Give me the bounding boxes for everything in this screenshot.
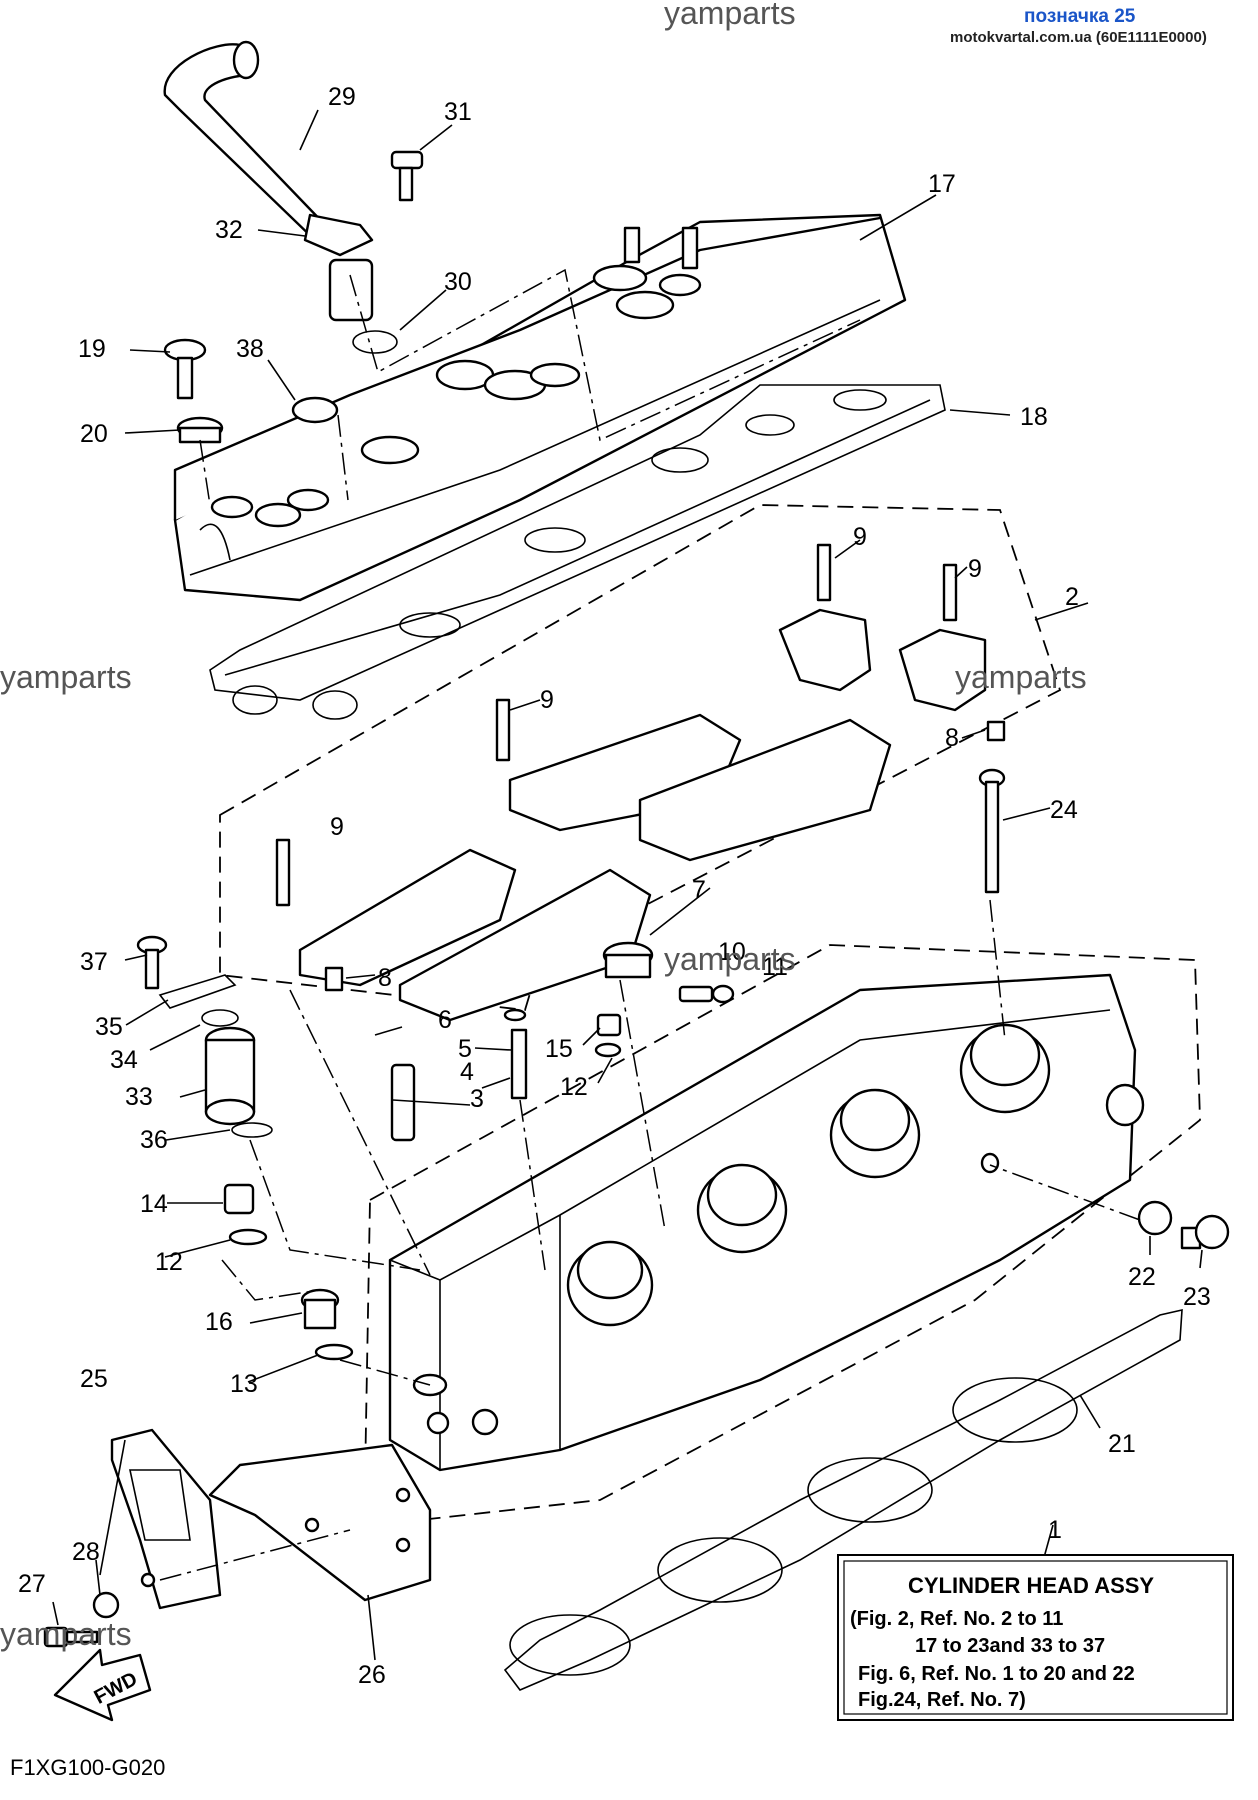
grommet-30 bbox=[352, 330, 398, 354]
callout-2: 2 bbox=[1065, 583, 1079, 611]
legend-title: CYLINDER HEAD ASSY bbox=[908, 1573, 1154, 1598]
plug-7 bbox=[602, 941, 654, 979]
callout-19: 19 bbox=[78, 335, 106, 363]
callout-28: 28 bbox=[72, 1538, 100, 1566]
valve-cover-gasket bbox=[209, 384, 946, 720]
callout-18: 18 bbox=[1020, 403, 1048, 431]
camshaft-cap-left bbox=[275, 838, 652, 1022]
callout-21: 21 bbox=[1108, 1430, 1136, 1458]
callout-13: 13 bbox=[230, 1370, 258, 1398]
nut-14 bbox=[223, 1183, 255, 1215]
callout-8-left: 8 bbox=[378, 964, 392, 992]
callout-7: 7 bbox=[692, 876, 706, 904]
callout-10: 10 bbox=[718, 938, 746, 966]
callout-25: 25 bbox=[80, 1365, 108, 1393]
valve-spring-parts bbox=[374, 984, 735, 1142]
legend-line-3: Fig. 6, Ref. No. 1 to 20 and 22 bbox=[858, 1663, 1135, 1685]
callout-20: 20 bbox=[80, 420, 108, 448]
watermark-left: yamparts bbox=[0, 659, 132, 695]
cylinder-head-gasket bbox=[503, 1308, 1183, 1691]
callout-6: 6 bbox=[438, 1006, 452, 1034]
cylinder-head bbox=[388, 973, 1145, 1472]
fwd-arrow: FWD bbox=[53, 1648, 152, 1722]
watermark-center: yamparts bbox=[664, 941, 796, 977]
callout-17: 17 bbox=[928, 170, 956, 198]
callout-14: 14 bbox=[140, 1190, 168, 1218]
washer-22 bbox=[1137, 1200, 1173, 1236]
legend-line-2: 17 to 23and 33 to 37 bbox=[915, 1635, 1105, 1657]
cap-nut-16 bbox=[300, 1288, 340, 1330]
callout-38: 38 bbox=[236, 335, 264, 363]
gasket-35 bbox=[158, 974, 237, 1009]
source-site-caption: motokvartal.com.ua (60E1111E0000) bbox=[950, 29, 1207, 46]
callout-33: 33 bbox=[125, 1083, 153, 1111]
bracket-26 bbox=[208, 1443, 432, 1602]
callout-9-left: 9 bbox=[330, 813, 344, 841]
callout-27: 27 bbox=[18, 1570, 46, 1598]
legend-line-4: Fig.24, Ref. No. 7) bbox=[858, 1689, 1026, 1711]
cap-group-outline bbox=[219, 504, 1062, 1011]
legend-line-1: (Fig. 2, Ref. No. 2 to 11 bbox=[850, 1608, 1063, 1630]
callout-12-left: 12 bbox=[155, 1248, 183, 1276]
callout-11: 11 bbox=[762, 953, 788, 981]
callout-15: 15 bbox=[545, 1035, 573, 1063]
callout-1: 1 bbox=[1048, 1516, 1062, 1544]
watermark-top: yamparts bbox=[664, 0, 796, 31]
alignment-lines bbox=[159, 268, 1141, 1581]
source-link[interactable]: позначка 25 bbox=[1024, 6, 1136, 27]
callout-34: 34 bbox=[110, 1046, 138, 1074]
o-ring-36 bbox=[231, 1122, 273, 1138]
callout-23: 23 bbox=[1183, 1283, 1211, 1311]
callout-30: 30 bbox=[444, 268, 472, 296]
callout-12-mid: 12 bbox=[560, 1073, 588, 1101]
legend-box: CYLINDER HEAD ASSY (Fig. 2, Ref. No. 2 t… bbox=[837, 1554, 1234, 1721]
camshaft-cap-middle bbox=[495, 698, 892, 862]
bolt-24 bbox=[978, 768, 1006, 894]
washer-12-lower bbox=[228, 1228, 268, 1246]
bolt-31 bbox=[390, 150, 424, 202]
callout-32: 32 bbox=[215, 216, 243, 244]
plug-38 bbox=[291, 396, 339, 424]
callout-26: 26 bbox=[358, 1661, 386, 1689]
callout-16: 16 bbox=[205, 1308, 233, 1336]
callout-9-top-a: 9 bbox=[853, 523, 867, 551]
callout-35: 35 bbox=[95, 1013, 123, 1041]
breather-hose bbox=[163, 40, 374, 322]
callout-36: 36 bbox=[140, 1126, 168, 1154]
bracket-25 bbox=[110, 1428, 222, 1610]
diagram-code: F1XG100-G020 bbox=[10, 1755, 165, 1780]
callout-37: 37 bbox=[80, 948, 108, 976]
bolt-27 bbox=[43, 1626, 99, 1648]
callout-9-top-b: 9 bbox=[968, 555, 982, 583]
camshaft-cap-right-small bbox=[778, 543, 1006, 742]
callout-3: 3 bbox=[470, 1085, 484, 1113]
plug-23 bbox=[1180, 1214, 1230, 1250]
valve-cover bbox=[173, 213, 907, 602]
watermark-bottom-left: yamparts bbox=[0, 1616, 132, 1652]
callout-24: 24 bbox=[1050, 796, 1078, 824]
callout-5: 5 bbox=[458, 1035, 472, 1063]
callout-22: 22 bbox=[1128, 1263, 1156, 1291]
bolt-37 bbox=[136, 935, 168, 990]
sleeve-33 bbox=[204, 1026, 256, 1126]
callout-4: 4 bbox=[460, 1058, 474, 1086]
callout-8-top: 8 bbox=[945, 724, 959, 752]
watermark-right: yamparts bbox=[955, 659, 1087, 695]
washer-28 bbox=[92, 1591, 120, 1619]
washer-13 bbox=[314, 1343, 354, 1361]
callout-labels: 29 31 17 32 30 19 38 20 18 9 9 2 9 8 24 … bbox=[18, 83, 1211, 1689]
callout-29: 29 bbox=[328, 83, 356, 111]
callout-9-mid: 9 bbox=[540, 686, 554, 714]
callout-31: 31 bbox=[444, 98, 472, 126]
grommet-20 bbox=[176, 416, 224, 444]
bolt-19 bbox=[163, 338, 207, 400]
washer-34 bbox=[201, 1009, 239, 1027]
